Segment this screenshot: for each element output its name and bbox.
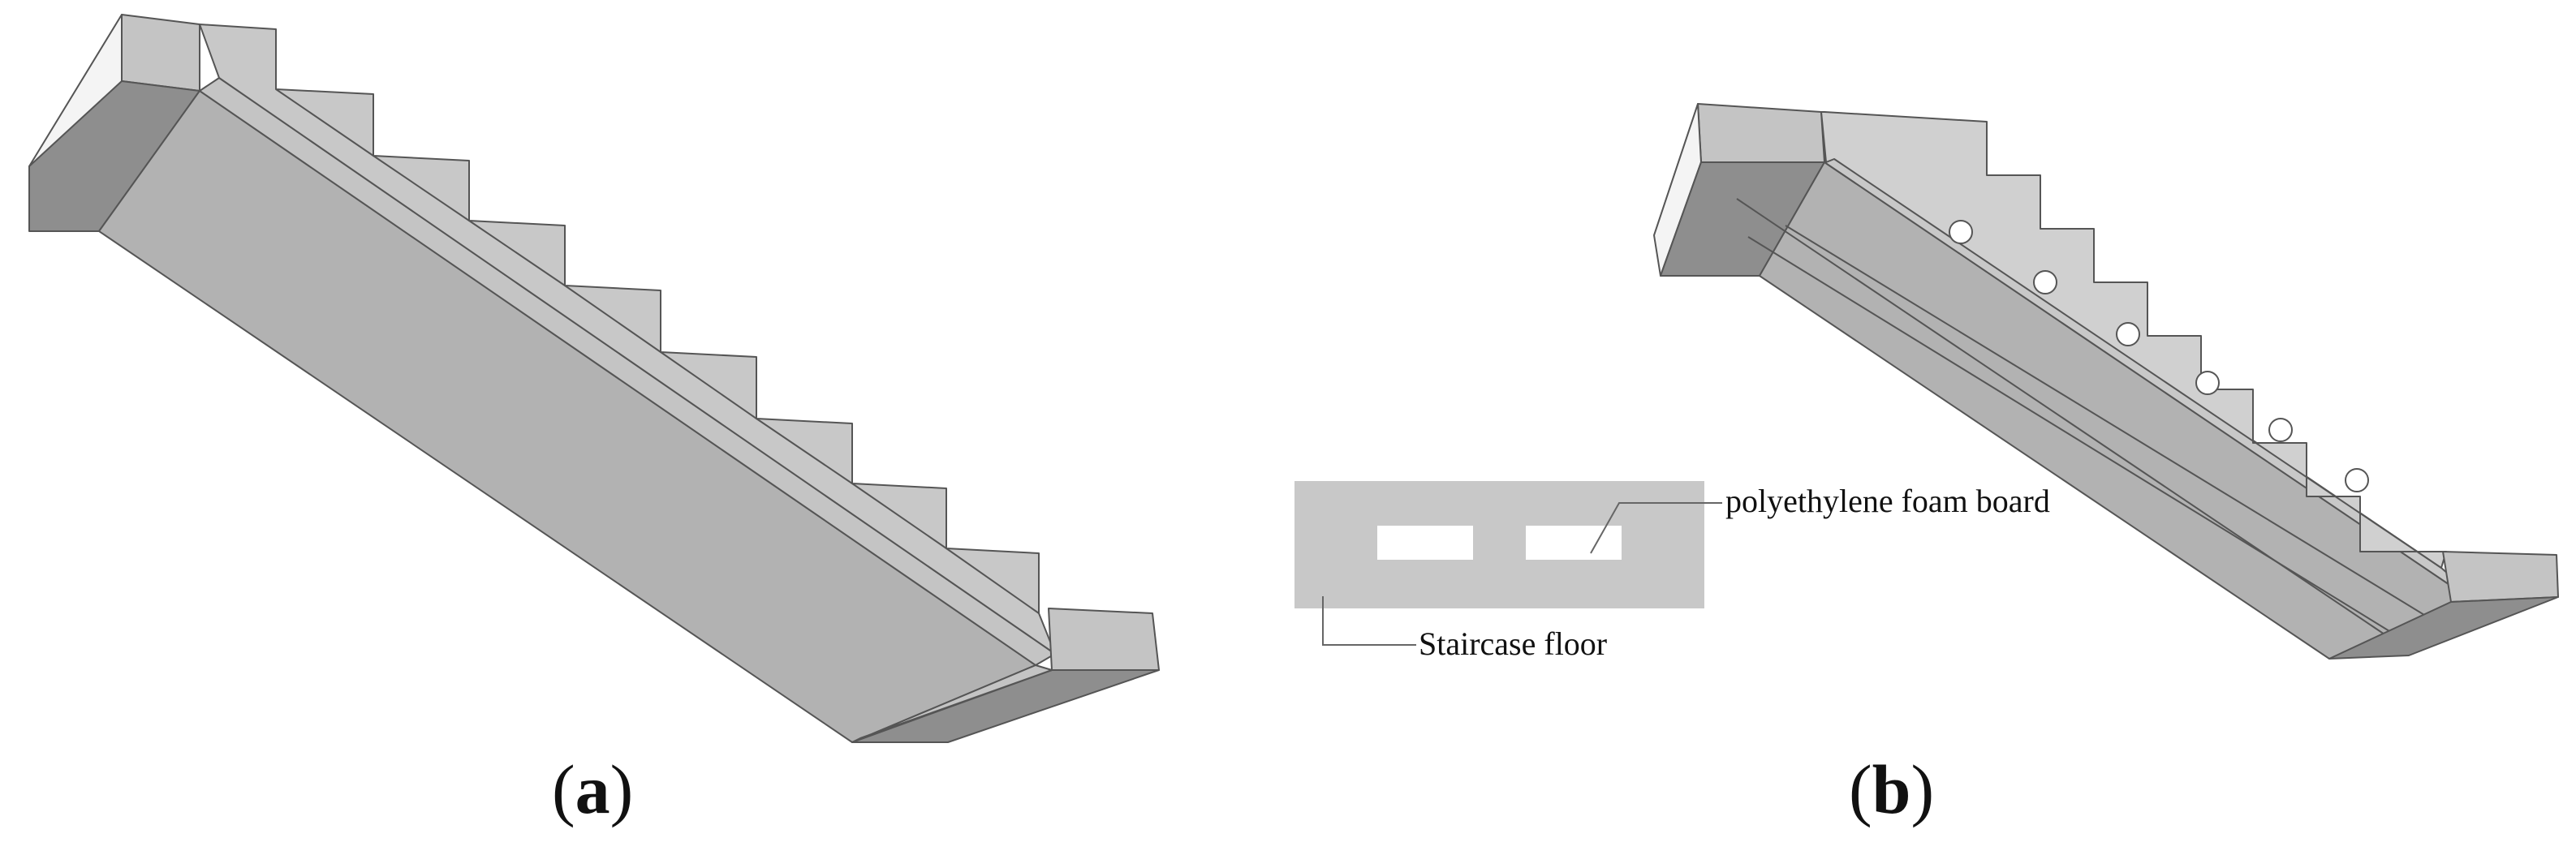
stair-model-a	[28, 14, 1160, 743]
top-landing-top-face	[121, 14, 200, 92]
b-top-landing-top-face	[1697, 103, 1825, 163]
void-hole-5	[2268, 418, 2293, 442]
cross-section: polyethylene foam board Staircase floor	[1294, 481, 2050, 662]
staircase-floor-section	[1294, 481, 1704, 608]
void-hole-4	[2195, 371, 2220, 395]
step-lines	[275, 88, 1040, 614]
bottom-landing-end-face	[851, 664, 1053, 743]
slab-underside-face	[98, 90, 1036, 743]
caption-a: (a)	[552, 750, 634, 828]
b-bottom-landing-top-face	[2442, 551, 2559, 603]
b-void-holes	[1949, 220, 2369, 492]
void-hole-3	[2116, 322, 2140, 346]
stair-steps-profile	[199, 24, 1056, 655]
void-hole-2	[2033, 270, 2057, 294]
foam-leader-line	[1590, 502, 1722, 554]
staircase-floor-label: Staircase floor	[1419, 625, 1607, 662]
foam-board-label: polyethylene foam board	[1725, 483, 2050, 519]
b-underside-line-3	[1785, 225, 2444, 627]
b-underside-line-2	[1747, 236, 2415, 647]
caption-b: (b)	[1849, 750, 1935, 828]
void-hole-1	[1949, 220, 1973, 244]
stair-model-b	[1653, 103, 2559, 660]
floor-leader-line	[1322, 596, 1416, 646]
void-hole-6	[2345, 468, 2369, 492]
b-bottom-landing-front-face	[2328, 596, 2559, 660]
foam-board-right	[1526, 526, 1622, 560]
b-slab-underside	[1759, 161, 2497, 660]
bottom-landing-top-face	[1048, 608, 1160, 671]
foam-board-left	[1377, 526, 1473, 560]
